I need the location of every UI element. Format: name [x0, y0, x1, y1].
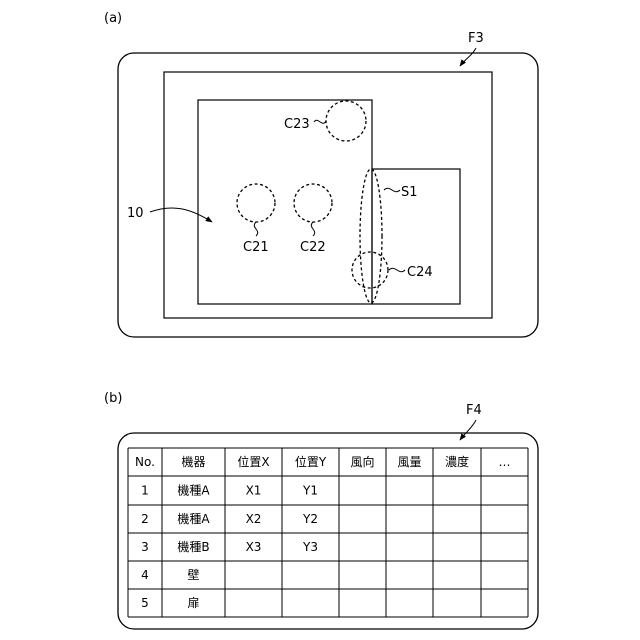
table-text: No. 機器 位置X 位置Y 風向 風量 濃度 … 1 機種A X1 Y1 2 機種A X2 Y2 3 機種B X3…	[135, 454, 510, 610]
region-10-arrow	[150, 208, 212, 222]
table-header-cell: 風向	[350, 454, 374, 469]
circle-c22	[294, 184, 332, 222]
table-cell: 3	[141, 540, 149, 554]
room-outline	[164, 72, 492, 318]
table-cell: 機種A	[177, 483, 210, 498]
frame-f3-arrow	[460, 48, 476, 66]
table-cell: 機種A	[177, 511, 210, 526]
table-cell: Y1	[302, 484, 318, 498]
table-cell: 扉	[187, 596, 199, 610]
ellipse-s1-label: S1	[401, 185, 418, 200]
table-cell: X2	[246, 512, 262, 526]
circle-c21	[237, 184, 275, 222]
frame-f4-label: F4	[466, 403, 482, 418]
table-cell: 4	[141, 568, 149, 582]
table-header-cell: No.	[135, 455, 155, 469]
circle-c22-label: C22	[300, 240, 326, 255]
table-cell: 5	[141, 596, 149, 610]
frame-f4-arrow	[460, 420, 476, 440]
table-header-cell: 風量	[397, 455, 421, 469]
table-header-cell: 濃度	[445, 454, 469, 469]
table-cell: 2	[141, 512, 149, 526]
ellipse-s1	[360, 169, 382, 303]
circle-c24	[352, 252, 388, 288]
panel-b-label: (b)	[104, 391, 122, 406]
table-cell: Y3	[302, 540, 318, 554]
circle-c23	[326, 101, 366, 141]
table-cell: X3	[246, 540, 262, 554]
table-cell: 機種B	[177, 539, 209, 554]
table-grid	[128, 448, 528, 617]
table-cell: 壁	[187, 567, 199, 582]
c23-leader	[314, 120, 326, 123]
circle-c24-label: C24	[407, 265, 433, 280]
table-cell: Y2	[302, 512, 318, 526]
c21-leader	[254, 222, 257, 236]
c22-leader	[311, 222, 314, 236]
table-cell: X1	[246, 484, 262, 498]
table-header-cell: …	[499, 455, 511, 469]
c24-leader	[389, 268, 405, 271]
table-header-cell: 機器	[181, 454, 205, 469]
table-cell: 1	[141, 484, 149, 498]
frame-f3	[118, 53, 538, 337]
table-header-cell: 位置X	[237, 454, 269, 469]
frame-f3-label: F3	[468, 31, 484, 46]
s1-leader	[384, 188, 400, 191]
panel-a-label: (a)	[104, 11, 122, 26]
region-10-label: 10	[127, 206, 144, 221]
circle-c23-label: C23	[284, 117, 310, 132]
table-header-cell: 位置Y	[295, 454, 327, 469]
circle-c21-label: C21	[243, 240, 269, 255]
